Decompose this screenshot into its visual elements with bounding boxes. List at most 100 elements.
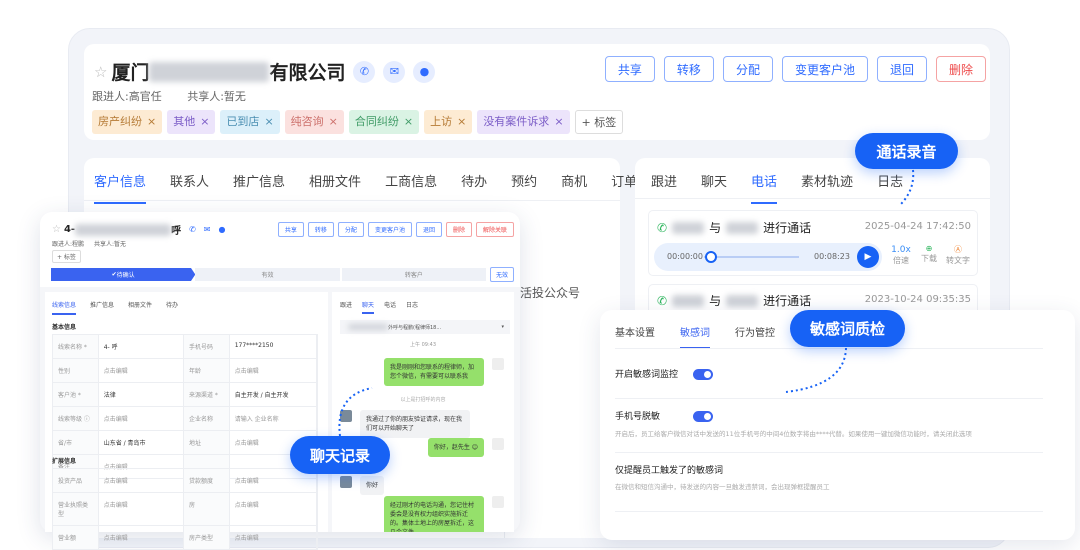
tab-customer[interactable]: 订单 [611,175,638,190]
tab-customer[interactable]: 相册文件 [309,175,362,190]
close-icon[interactable]: × [200,115,210,128]
tag-chip[interactable]: 没有案件诉求× [477,110,570,134]
field-value[interactable]: 点击编辑 [99,493,185,525]
field-value[interactable]: 点击编辑 [230,493,318,525]
close-icon[interactable]: × [457,115,467,128]
field-value[interactable]: 点击编辑 [99,407,185,430]
avatar [492,438,504,450]
close-icon[interactable]: × [403,115,414,128]
field-value[interactable]: 177****2150 [230,335,318,358]
tab-chat[interactable]: 聊天 [701,175,728,190]
callout-chat-records: 聊天记录 [290,436,390,474]
close-icon[interactable]: × [554,115,564,128]
field-value[interactable]: 自主开发 / 自主开发 [230,383,318,406]
tab-lead[interactable]: 待办 [166,302,179,309]
phone-icon[interactable]: ✆ [353,60,376,83]
tab-chat-panel[interactable]: 聊天 [362,300,375,314]
wechat-icon[interactable]: ● [413,60,436,83]
delete-button[interactable]: 删除 [445,222,472,237]
monitor-toggle[interactable] [693,369,713,380]
unlink-button[interactable]: 解除关联 [475,222,514,237]
audio-progress[interactable] [704,256,799,258]
field-value[interactable]: 点击编辑 [99,469,185,492]
tab-log[interactable]: 日志 [877,175,904,190]
tab-customer[interactable]: 推广信息 [233,175,286,190]
invalid-button[interactable]: 无效 [489,267,514,282]
field-value: 活投公众号 [520,286,581,300]
add-tag-button[interactable]: + 标签 [574,110,624,134]
tab-customer[interactable]: 预约 [511,175,538,190]
lead-action-button[interactable]: 转移 [307,222,334,237]
tab-customer[interactable]: 待办 [461,175,488,190]
lead-action-button[interactable]: 共享 [277,222,304,237]
tab-lead[interactable]: 线索信息 [52,300,77,315]
tag-chip[interactable]: 已到店× [220,110,280,134]
field-value[interactable]: 点击编辑 [230,526,318,549]
download-button[interactable]: ⊕下载 [917,244,941,264]
close-icon[interactable]: × [147,115,157,128]
return-button[interactable]: 退回 [876,56,927,82]
tab-chat-panel[interactable]: 日志 [406,302,419,309]
field-value[interactable]: 山东省 / 青岛市 [99,431,185,454]
divider [615,452,1043,453]
tab-lead[interactable]: 推广信息 [90,302,115,309]
field-value[interactable]: 点击编辑 [99,359,185,382]
close-icon[interactable]: × [328,115,338,128]
tab-chat-panel[interactable]: 跟进 [340,302,353,309]
tab-behavior[interactable]: 行为管控 [735,328,775,339]
delete-button[interactable]: 删除 [935,56,986,82]
field-value[interactable]: 法律 [99,383,185,406]
tab-customer[interactable]: 客户信息 [94,171,147,204]
wechat-icon[interactable]: ● [218,225,226,234]
stage-pending[interactable]: ✔ 待确认 [51,268,196,281]
chat-session-select[interactable]: 外呼与程鹏(程律师18...▾ [340,320,510,334]
tab-basic[interactable]: 基本设置 [615,328,655,339]
mask-toggle[interactable] [693,411,713,422]
stage-valid[interactable]: 有效 [195,268,340,281]
field-value[interactable]: 4- 呼 [99,335,185,358]
lead-action-button[interactable]: 变更客户池 [367,222,412,237]
field-value[interactable]: 点击编辑 [99,455,185,478]
transcribe-label: 转文字 [946,256,970,265]
tag-label: 其他 [173,115,196,128]
phone-icon[interactable]: ✆ [189,225,196,234]
tag-chip[interactable]: 合同纠纷× [348,110,420,134]
tab-customer[interactable]: 联系人 [170,175,210,190]
lead-action-button[interactable]: 分配 [337,222,364,237]
tab-chat-panel[interactable]: 电话 [384,302,397,309]
divider [84,200,620,201]
tab-customer[interactable]: 工商信息 [385,175,438,190]
stage-convert[interactable]: 转客户 [339,268,486,281]
lead-tabs: 线索信息 推广信息 相册文件 待办 [52,300,178,315]
tag-chip[interactable]: 纯咨询× [284,110,344,134]
tag-chip[interactable]: 上访× [424,110,473,134]
tab-lead[interactable]: 相册文件 [128,302,153,309]
play-icon[interactable]: ▶ [857,246,879,268]
field-value[interactable]: 点击编辑 [99,526,185,549]
field-value[interactable]: 点击编辑 [230,469,318,492]
audio-scrubber[interactable] [705,251,717,263]
change-pool-button[interactable]: 变更客户池 [781,56,868,82]
field-value[interactable]: 请输入 企业名称 [230,407,318,430]
tab-material[interactable]: 素材轨迹 [801,175,854,190]
star-icon[interactable]: ☆ [52,224,61,235]
lead-action-button[interactable]: 退回 [415,222,442,237]
tab-follow[interactable]: 跟进 [651,175,678,190]
transfer-button[interactable]: 转移 [663,56,714,82]
follower: 跟进人:程鹏 [52,241,85,248]
add-tag-button[interactable]: + 标签 [52,250,81,263]
field-value[interactable]: 点击编辑 [230,359,318,382]
table-row: 省/市山东省 / 青岛市地址点击编辑 [53,431,318,455]
email-icon[interactable]: ✉ [383,60,406,83]
close-icon[interactable]: × [264,115,274,128]
tab-phone[interactable]: 电话 [751,171,778,204]
tag-chip[interactable]: 房产纠纷× [92,110,163,134]
email-icon[interactable]: ✉ [203,225,211,234]
star-icon[interactable]: ☆ [94,62,108,81]
tab-customer[interactable]: 商机 [561,175,588,190]
tag-chip[interactable]: 其他 × [167,110,216,134]
share-button[interactable]: 共享 [604,56,655,82]
assign-button[interactable]: 分配 [722,56,773,82]
